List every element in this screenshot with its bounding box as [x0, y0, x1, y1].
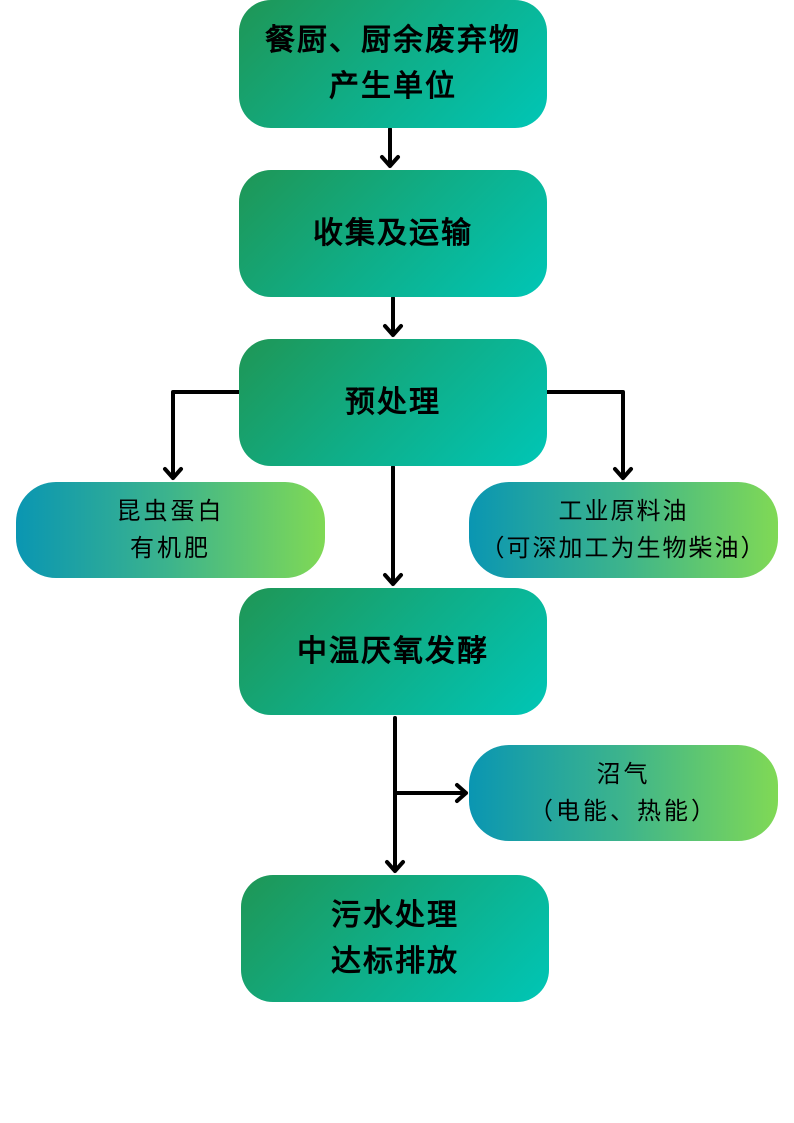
- node-collection: 收集及运输: [239, 170, 547, 297]
- node-wastewater: 污水处理 达标排放: [241, 875, 549, 1002]
- node-biogas-line2: （电能、热能）: [529, 797, 718, 825]
- node-pretreatment-label: 预处理: [345, 384, 441, 420]
- node-source-line1: 餐厨、厨余废弃物: [265, 23, 521, 58]
- node-source-line2: 产生单位: [329, 69, 457, 104]
- node-insect-line1: 昆虫蛋白: [116, 497, 225, 525]
- node-fermentation-label: 中温厌氧发酵: [297, 633, 489, 669]
- node-fermentation: 中温厌氧发酵: [239, 588, 547, 715]
- arrow-collection-to-pretreatment: [383, 296, 403, 337]
- node-collection-label: 收集及运输: [313, 215, 473, 251]
- arrow-pretreatment-to-fermentation: [383, 465, 403, 586]
- node-oil-line2: （可深加工为生物柴油）: [480, 534, 767, 562]
- node-industrial-oil: 工业原料油 （可深加工为生物柴油）: [469, 482, 778, 578]
- node-oil-line1: 工业原料油: [558, 497, 689, 525]
- node-insect-line2: 有机肥: [130, 534, 211, 562]
- arrow-pretreatment-to-insect: [163, 390, 241, 480]
- node-pretreatment: 预处理: [239, 339, 547, 466]
- arrow-fermentation-to-biogas: [393, 783, 468, 803]
- node-wastewater-line1: 污水处理: [331, 897, 459, 933]
- node-biogas-line1: 沼气: [596, 760, 651, 788]
- node-insect-protein: 昆虫蛋白 有机肥: [16, 482, 325, 578]
- arrow-source-to-collection: [380, 127, 400, 168]
- node-source: 餐厨、厨余废弃物 产生单位: [239, 0, 547, 128]
- node-biogas: 沼气 （电能、热能）: [469, 745, 778, 841]
- arrow-pretreatment-to-oil: [545, 390, 633, 480]
- node-wastewater-line2: 达标排放: [331, 943, 459, 979]
